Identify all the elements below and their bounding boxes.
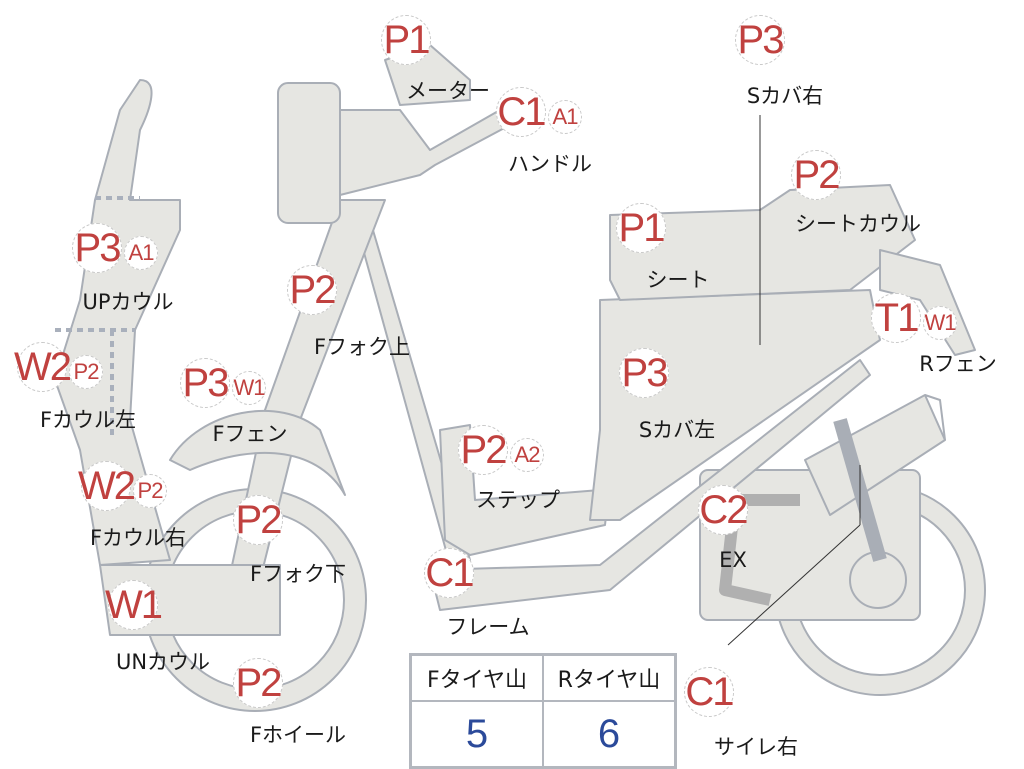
part-name: UPカウル	[82, 290, 174, 314]
front-fender	[169, 409, 346, 496]
part-code-badge: P2	[233, 658, 283, 708]
leader-line-muffler-diagonal	[727, 524, 861, 646]
part-name: Fフォク下	[249, 562, 347, 586]
part-code-badge: A1	[124, 236, 158, 270]
part-name: Fカウル左	[39, 408, 137, 432]
part-code-badge: W2	[78, 461, 136, 511]
part-code-badge: P2	[233, 495, 283, 545]
part-code-badge: A2	[510, 438, 544, 472]
part-code-badge: W1	[105, 580, 163, 630]
part-code-badge: W1	[923, 306, 957, 340]
part-code-badge: W2	[14, 342, 72, 392]
exhaust-pipe	[719, 494, 800, 606]
part-code-badge: P3	[619, 348, 669, 398]
part-name: EX	[719, 548, 747, 572]
side-cover	[589, 289, 881, 521]
rear-tire-header: Rタイヤ山	[542, 653, 677, 702]
part-code-badge: P2	[791, 150, 841, 200]
part-code-badge: P3	[72, 223, 122, 273]
headlight	[277, 82, 341, 224]
part-code-badge: P2	[133, 474, 167, 508]
part-name: メーター	[406, 79, 490, 103]
part-code-badge: P2	[69, 355, 103, 389]
part-name: UNカウル	[115, 650, 211, 674]
part-code-badge: P3	[180, 358, 230, 408]
part-code-badge: P2	[287, 265, 337, 315]
part-name: Fフォク上	[313, 335, 411, 359]
part-name: フレーム	[446, 615, 530, 639]
part-name: シートカウル	[795, 212, 921, 236]
front-tire-value: 5	[409, 700, 544, 769]
part-code-badge: A1	[548, 100, 582, 134]
part-name: ハンドル	[508, 152, 592, 176]
part-name: Sカバ右	[746, 84, 824, 108]
part-code-badge: C1	[424, 548, 475, 598]
frame	[429, 359, 871, 611]
part-name: Rフェン	[919, 352, 997, 376]
part-name: Fホイール	[249, 723, 347, 747]
part-code-badge: P1	[381, 15, 431, 65]
part-code-badge: C1	[496, 87, 547, 137]
cowl-divider-lower	[55, 328, 135, 440]
tire-tread-table: Fタイヤ山 Rタイヤ山 5 6	[409, 653, 677, 769]
front-tire-header: Fタイヤ山	[409, 653, 544, 702]
part-code-badge: C1	[684, 667, 735, 717]
part-code-badge: P3	[735, 15, 785, 65]
part-name: ステップ	[476, 488, 560, 512]
part-code-badge: C2	[698, 485, 749, 535]
muffler-tip	[924, 394, 946, 441]
part-code-badge: P2	[458, 425, 508, 475]
part-code-badge: T1	[871, 293, 921, 343]
seat	[609, 184, 916, 301]
part-name: Sカバ左	[638, 418, 716, 442]
part-name: シート	[646, 268, 710, 292]
handlebar	[329, 109, 511, 196]
part-code-badge: W1	[232, 371, 266, 405]
part-name: サイレ右	[714, 735, 798, 759]
rear-tire-value: 6	[542, 700, 677, 769]
part-name: Fカウル右	[89, 526, 187, 550]
part-code-badge: P1	[616, 203, 666, 253]
part-name: Fフェン	[212, 422, 288, 446]
